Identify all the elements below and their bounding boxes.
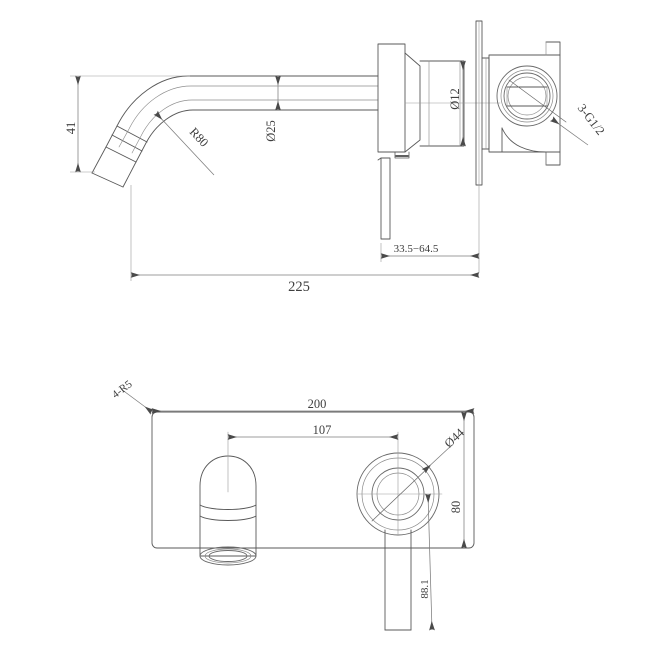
dim-text-plate-width: 200	[308, 397, 327, 411]
backplate-outline	[151, 411, 475, 549]
leader-corner-radius	[120, 388, 155, 415]
dim-text-total-projection: 225	[288, 279, 310, 295]
leader-thread-callout	[549, 116, 589, 146]
leader-ring-diameter	[421, 444, 453, 474]
elevation-dimension-lines	[70, 60, 589, 281]
valve-block-outline	[488, 41, 567, 166]
handle-plan-outline	[356, 431, 443, 631]
dim-text-plate-height: 80	[449, 501, 463, 514]
dim-text-spout-diameter: Ø25	[264, 120, 278, 142]
dim-text-centre-distance: 107	[313, 423, 332, 437]
dim-text-lever-length: 88.1	[419, 579, 431, 598]
plan-view	[151, 411, 475, 631]
lever-handle-outline	[377, 157, 391, 240]
dim-text-spout-height: 41	[64, 122, 78, 135]
spout-body-outline	[91, 75, 379, 188]
dim-text-wall-depth: 33.5−64.5	[394, 243, 439, 255]
plan-dimension-lines	[120, 388, 475, 631]
dim-text-inlet-diameter: Ø12	[448, 88, 462, 110]
dim-line-lever-length	[425, 493, 435, 631]
spout-plan-outline	[199, 431, 257, 566]
leader-bend-radius	[153, 110, 215, 176]
